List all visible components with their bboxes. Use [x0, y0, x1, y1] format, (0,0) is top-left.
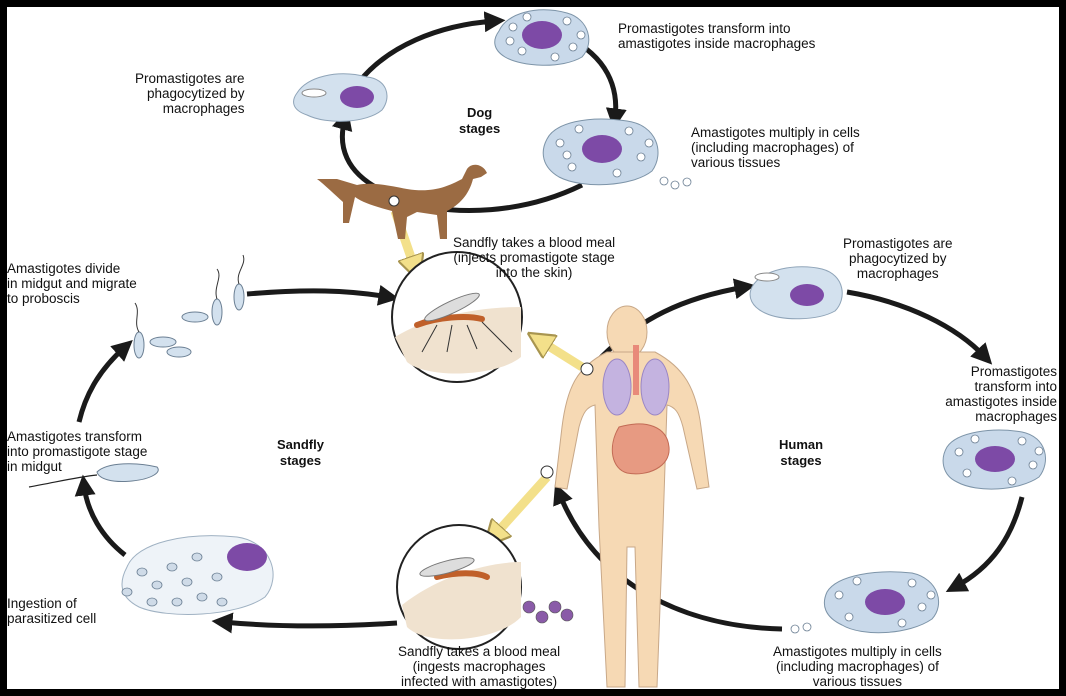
human-arrow-bottom	[553, 483, 783, 632]
human-arrow-right-up	[846, 289, 993, 365]
sandfly-ingest-label: Sandfly takes a blood meal(ingests macro…	[398, 644, 561, 689]
sandfly-circle-ingest	[396, 524, 574, 650]
sandfly-arrow-bottom	[211, 612, 398, 634]
ingested-cell	[121, 535, 274, 615]
diagram-artwork	[28, 9, 1046, 688]
macrophage-human-2	[942, 429, 1046, 490]
human-multiply-label: Amastigotes multiply in cells(including …	[773, 644, 942, 689]
macrophage-dog-1	[293, 73, 388, 122]
macrophage-human-1	[749, 266, 843, 320]
sandfly-arrow-left-up	[76, 340, 133, 423]
promastigotes-migrate	[133, 283, 245, 359]
macrophage-dog-2	[494, 9, 590, 66]
dog-arrow-left	[332, 108, 381, 192]
human-figure	[540, 305, 710, 688]
sandfly-arrow-left-low	[74, 474, 127, 557]
human-arrow-top	[590, 278, 756, 369]
sandfly-inject-label: Sandfly takes a blood meal(injects proma…	[453, 235, 616, 280]
human-arrow-right-low	[945, 496, 1025, 592]
macrophage-dog-3	[542, 118, 692, 190]
macrophage-human-3	[790, 571, 940, 634]
promastigote-midgut	[28, 463, 159, 488]
dog-arrow-top	[357, 11, 506, 84]
sandfly-circle-inject	[391, 251, 523, 383]
sandfly-arrow-top	[246, 284, 400, 306]
yellow-arrow-human-inject	[539, 340, 585, 371]
yellow-arrow-human-ingest	[493, 473, 551, 537]
dog-figure	[317, 164, 487, 239]
dog-multiply-label: Amastigotes multiply in cells(including …	[691, 125, 860, 170]
